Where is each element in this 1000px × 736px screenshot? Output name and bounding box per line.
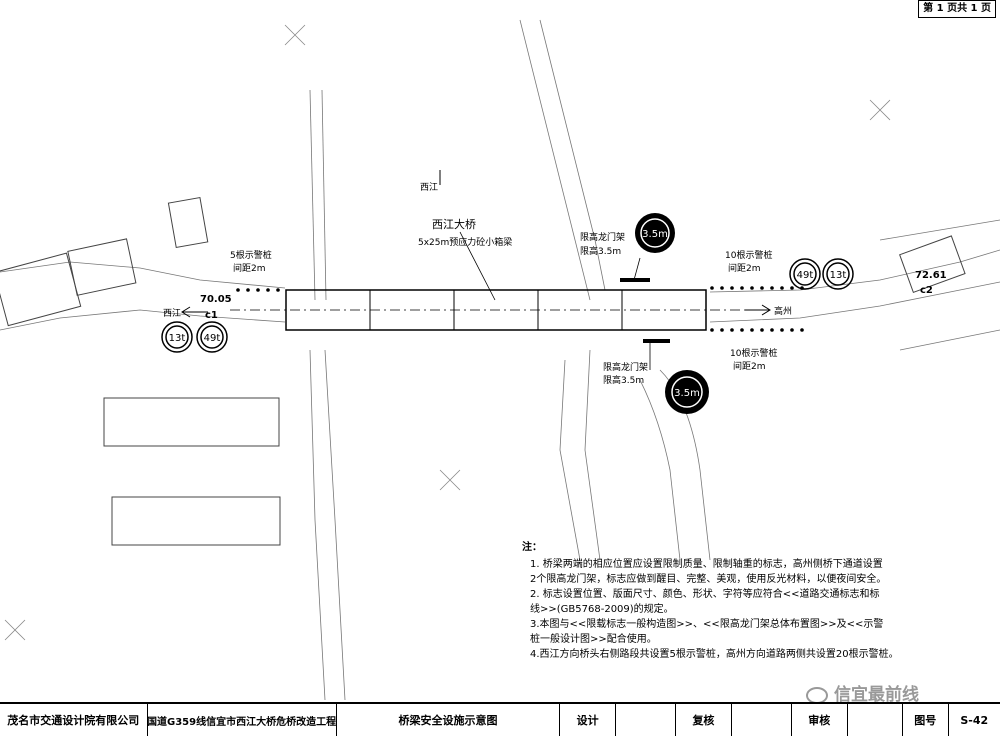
svg-text:3.5m: 3.5m [674, 388, 700, 399]
bridge [230, 231, 770, 331]
svg-text:3.5m: 3.5m [642, 229, 668, 240]
notes-block: 注： 1. 桥梁两端的相应位置应设置限制质量、限制轴重的标志，高州侧桥下通道设置… [522, 540, 962, 662]
note-line: 线>>(GB5768-2009)的规定。 [530, 604, 674, 615]
axle-sign-right-text: 13t [830, 270, 847, 281]
label-gate-bottom-1: 限高龙门架 [603, 361, 648, 373]
label-xijiang-north: 西江 [420, 182, 438, 193]
label-chainage-left: 70.05 [200, 294, 232, 305]
note-line: 1. 桥梁两端的相应位置应设置限制质量、限制轴重的标志，高州侧桥下通道设置 [530, 559, 883, 570]
label-left-posts-1: 5根示警桩 [230, 249, 272, 261]
axle-sign-left-text: 13t [169, 333, 186, 344]
label-gate-top-1: 限高龙门架 [580, 231, 625, 243]
weight-sign-left-text: 49t [204, 333, 221, 344]
height-limit-sign-bottom: 3.5m [665, 370, 709, 414]
review-label: 复核 [676, 704, 732, 736]
height-gates [620, 278, 670, 343]
company-name: 茂名市交通设计院有限公司 [0, 704, 148, 736]
page-indicator: 第 1 页共 1 页 [918, 0, 996, 18]
label-right-posts-bottom-1: 10根示警桩 [730, 347, 777, 359]
label-bridge-name: 西江大桥 [432, 217, 476, 231]
label-bridge-spec: 5x25m预应力砼小箱梁 [418, 236, 512, 248]
approve-label: 审核 [792, 704, 848, 736]
label-gate-bottom-2: 限高3.5m [603, 374, 644, 386]
label-right-posts-top-2: 间距2m [728, 262, 761, 274]
label-right-posts-bottom-2: 间距2m [733, 360, 766, 372]
weight-limit-sign-left [161, 321, 228, 353]
label-chainage-right: 72.61 [915, 270, 947, 281]
terrain-lines [0, 19, 1000, 701]
wechat-icon [806, 686, 828, 704]
label-gate-top-2: 限高3.5m [580, 245, 621, 257]
title-block: 茂名市交通设计院有限公司 国道G359线信宜市西江大桥危桥改造工程 桥梁安全设施… [0, 702, 1000, 736]
note-line: 4.西江方向桥头右侧路段共设置5根示警桩，高州方向道路两侧共设置20根示警桩。 [530, 649, 899, 660]
design-label: 设计 [560, 704, 616, 736]
drawing-no: S-42 [960, 713, 989, 727]
height-limit-sign-top: 3.5m [635, 213, 675, 253]
weight-limit-sign-right [789, 258, 854, 290]
note-line: 2个限高龙门架，标志应做到醒目、完整、美观，使用反光材料，以便夜间安全。 [530, 574, 887, 585]
notes-title: 注： [522, 542, 542, 553]
drawing-no-label: 图号 [903, 704, 949, 736]
label-right-posts-top-1: 10根示警桩 [725, 249, 772, 261]
note-line: 2. 标志设置位置、版面尺寸、颜色、形状、字符等应符合<<道路交通标志和标 [530, 589, 880, 600]
label-arrow-xijiang: 西江 [163, 308, 181, 319]
note-line: 桩一般设计图>>配合使用。 [530, 634, 657, 645]
drawing-title: 桥梁安全设施示意图 [337, 704, 561, 736]
project-name: 国道G359线信宜市西江大桥危桥改造工程 [148, 704, 337, 736]
label-arrow-gaozhou: 高州 [774, 305, 792, 317]
weight-sign-right-text: 49t [797, 270, 814, 281]
warning-posts [236, 286, 804, 332]
label-left-posts-2: 间距2m [233, 262, 266, 274]
note-line: 3.本图与<<限载标志一般构造图>>、<<限高龙门架总体布置图>>及<<示警 [530, 619, 884, 630]
grid-crosses [4, 24, 891, 641]
label-point-right: c2 [920, 285, 933, 296]
label-point-left: c1 [205, 310, 218, 321]
buildings [0, 196, 966, 546]
